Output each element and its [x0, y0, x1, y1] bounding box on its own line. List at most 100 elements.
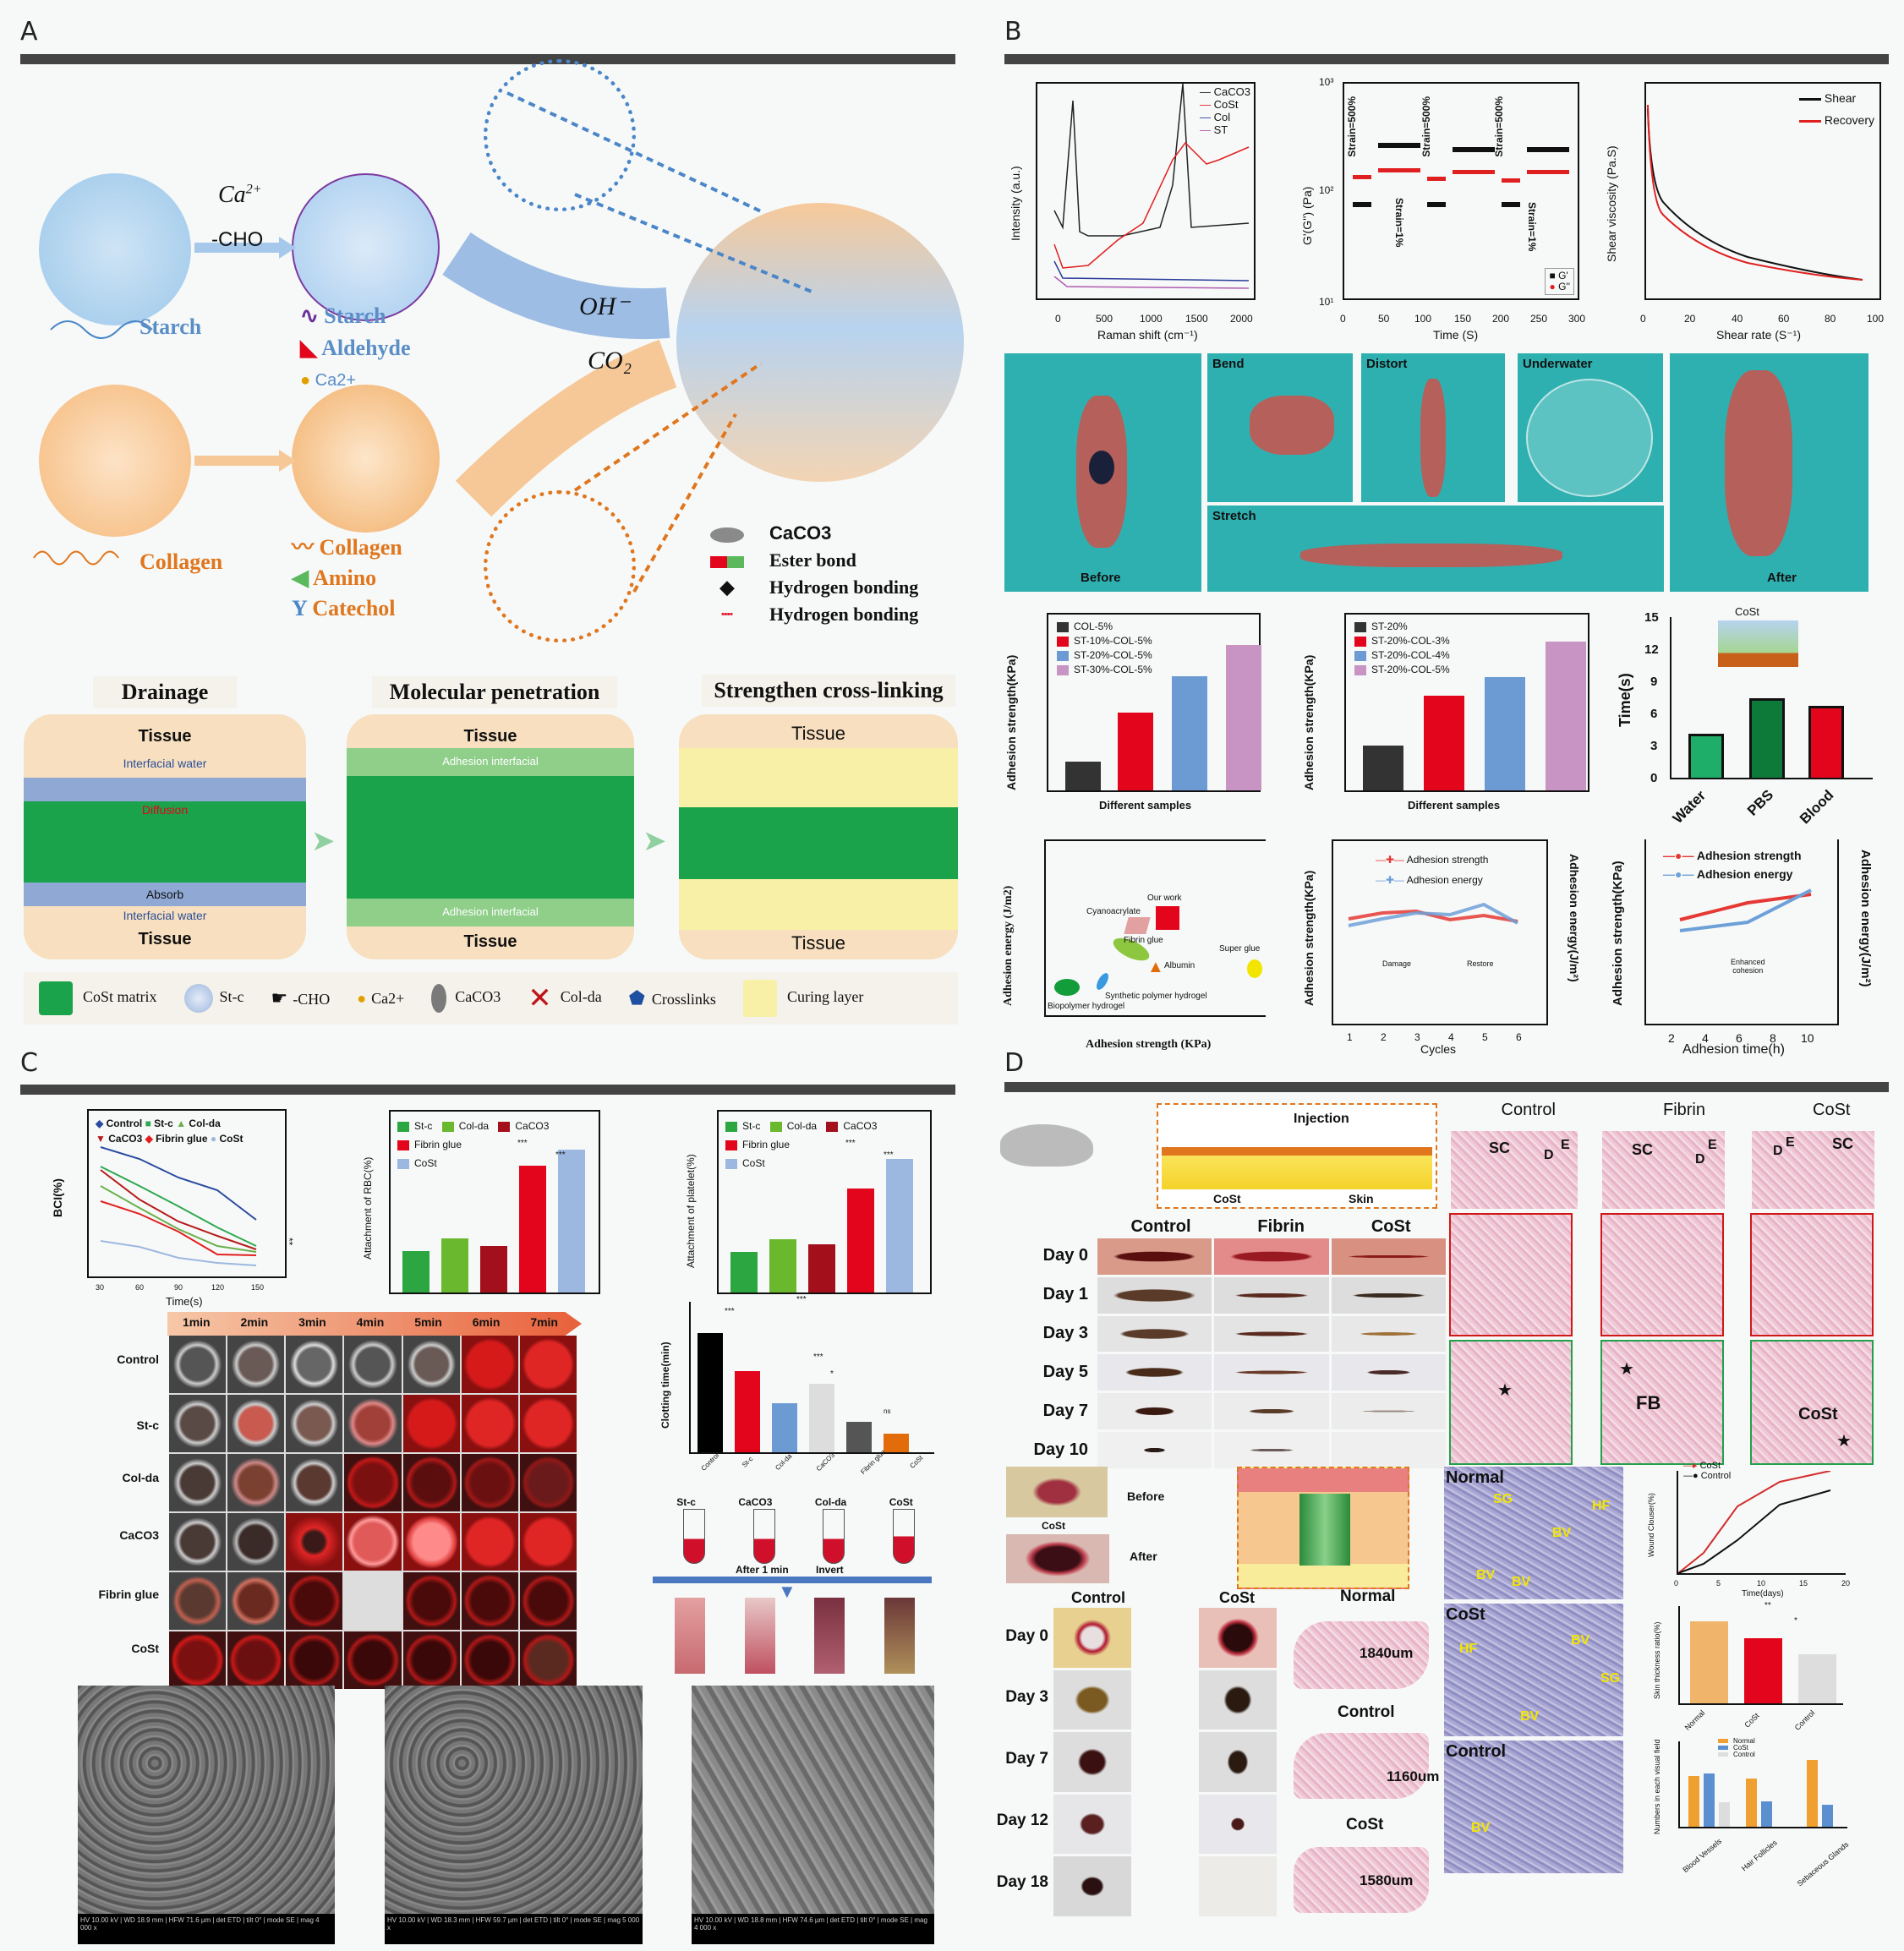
ashby-chart: ▲ Our work Cyanoacrylate Fibrin glue Alb…	[1044, 839, 1266, 1017]
y-tick: 9	[1650, 675, 1658, 689]
bci-ylabel: BCI(%)	[51, 1178, 64, 1217]
incision-photo	[1214, 1315, 1329, 1353]
stage-arrow-1: ➤	[311, 825, 336, 857]
x-tick: 150	[1454, 313, 1472, 325]
photo-distort[interactable]: Distort	[1361, 353, 1505, 502]
column-header: Control	[1130, 1217, 1191, 1236]
starch-chain-icon: ∿	[300, 303, 325, 328]
raman-lines	[1053, 84, 1250, 289]
incision-photo	[1097, 1238, 1212, 1275]
rbc-legend: St-c Col-da CaCO3 Fibrin glue CoSt	[397, 1117, 549, 1172]
bv-label: BV	[1552, 1526, 1572, 1540]
legend-aldehyde-text: Aldehyde	[321, 336, 411, 360]
raman-chart: — CaCO3 — CoSt — Col — ST	[1036, 82, 1256, 300]
y-tick: 10²	[1319, 184, 1334, 196]
x-tick: 3	[1414, 1031, 1420, 1043]
photo-bend[interactable]: Bend	[1207, 353, 1353, 502]
bar	[1485, 677, 1525, 790]
bv-label: BV	[1512, 1575, 1531, 1589]
ca-text: Ca	[218, 182, 246, 208]
legend-item: Fibrin glue	[397, 1135, 549, 1154]
platelet-legend: St-c Col-da CaCO3 Fibrin glue CoSt	[725, 1117, 877, 1172]
x-tick: 500	[1096, 313, 1113, 325]
crosslink-node-icon: ⬟	[628, 987, 645, 1008]
down-arrow-icon: ▼	[778, 1581, 796, 1602]
legend-item: — CaCO3	[1200, 85, 1250, 98]
tube-photo	[744, 1598, 775, 1674]
legend-item: COL-5%	[1057, 620, 1152, 634]
legend-label: CaCO3	[515, 1120, 550, 1132]
tissue-top: Tissue	[791, 723, 845, 744]
well	[344, 1395, 402, 1452]
hf-label: HF	[1459, 1642, 1478, 1656]
well	[519, 1395, 577, 1452]
tissue-bottom: Tissue	[463, 932, 517, 951]
stage-title-penetration: Molecular penetration	[372, 676, 617, 708]
photo-after[interactable]: After	[1670, 353, 1868, 592]
column-header: CoSt	[1813, 1101, 1851, 1119]
wound-control-column	[1053, 1608, 1131, 1916]
hf-label: HF	[1592, 1499, 1611, 1513]
curing-layer-square-icon	[742, 980, 777, 1017]
incision-photo	[1331, 1315, 1446, 1353]
incision-columns: Control Fibrin CoSt	[1097, 1217, 1444, 1237]
histo-cost-high: CoSt ★	[1750, 1340, 1874, 1465]
bar	[808, 1244, 835, 1292]
e-label: E	[1561, 1138, 1570, 1152]
legend-label: CoSt	[1213, 98, 1239, 111]
time-label: 3min	[298, 1315, 326, 1329]
label-super-glue: Super glue	[1219, 944, 1261, 954]
bar	[1065, 762, 1101, 790]
well	[461, 1513, 518, 1571]
legend-ester: Ester bond	[710, 547, 918, 574]
appendages-legend: Normal CoSt Control	[1718, 1738, 1755, 1758]
incision-photo	[1214, 1432, 1329, 1468]
bar	[1172, 676, 1207, 790]
tube-photo	[814, 1598, 845, 1674]
tube-icon	[752, 1509, 775, 1564]
tube-photos	[655, 1598, 934, 1674]
sc-label: SC	[1632, 1141, 1654, 1158]
time-label: 2min	[240, 1315, 269, 1329]
legend-label: CoSt	[219, 1133, 243, 1145]
well	[169, 1572, 227, 1630]
x-tick: 6	[1736, 1031, 1743, 1045]
legend-col-da-text: Col-da	[560, 988, 602, 1006]
matrix-band	[347, 776, 634, 899]
clotting-xticks: Control St-c Col-da CaCO3 Fibrin glue Co…	[689, 1448, 934, 1476]
x-tick: 30	[96, 1283, 105, 1292]
bar	[772, 1403, 797, 1452]
photo-stretch[interactable]: Stretch	[1207, 506, 1664, 592]
water-band-top	[24, 778, 306, 801]
tube-labels: St-c CaCO3 Col-da CoSt	[655, 1496, 934, 1508]
viscosity-chart: Shear Recovery	[1644, 82, 1881, 300]
time-arrow	[167, 1312, 582, 1336]
starch-sphere	[39, 173, 191, 325]
arrows-svg	[33, 91, 812, 593]
label-synthetic: Synthetic polymer hydrogel	[1105, 992, 1207, 1001]
legend-item: Control	[1718, 1752, 1755, 1758]
incision-photo	[1214, 1238, 1329, 1275]
x-tick: 80	[1825, 313, 1836, 325]
raman-ylabel: Intensity (a.u.)	[1009, 166, 1022, 241]
bci-legend: ◆ Control ■ St-c ▲ Col-da ▼ CaCO3 ◆ Fibr…	[96, 1116, 243, 1146]
time-label: 6min	[472, 1315, 501, 1329]
ashby-xlabel: Adhesion strength (KPa)	[1086, 1038, 1212, 1051]
sig-1: **	[1764, 1601, 1771, 1610]
photo-caption: Underwater	[1523, 357, 1593, 371]
legend-calcium: ● Ca2+	[300, 364, 411, 396]
well	[169, 1513, 227, 1571]
incision-photo	[1097, 1393, 1212, 1430]
photo-before[interactable]: Before	[1004, 353, 1201, 592]
histo-fibrin-low: SC D E	[1602, 1131, 1725, 1209]
legend-item: CoSt	[725, 1154, 877, 1172]
legend-item: —✚— Adhesion strength	[1376, 854, 1489, 866]
x-tick: Col-da	[774, 1451, 794, 1473]
label-biopolymer: Biopolymer hydrogel	[1048, 1002, 1125, 1011]
banner-invert: Invert	[816, 1564, 844, 1576]
legend-label: Col-da	[458, 1120, 490, 1132]
d-label: D	[1773, 1144, 1783, 1158]
zoom-circle-top	[484, 59, 636, 211]
incision-row-label: Day 10	[1033, 1440, 1089, 1459]
photo-underwater[interactable]: Underwater	[1518, 353, 1663, 502]
